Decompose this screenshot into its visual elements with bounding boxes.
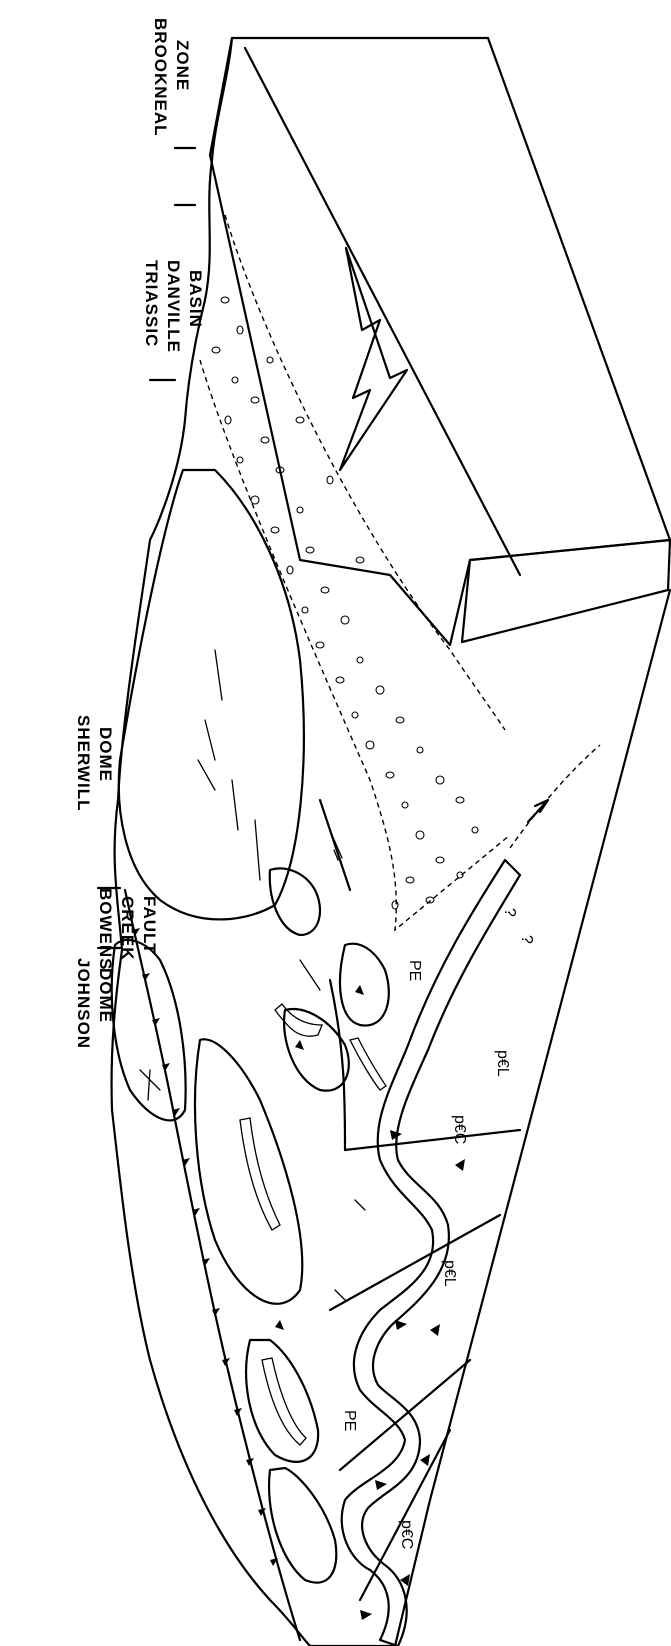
block-front-face <box>462 540 670 642</box>
unit-pec-upper: p€C <box>451 1115 468 1144</box>
sherwill-dome <box>119 470 304 919</box>
label-triassic-line3: BASIN <box>186 270 205 328</box>
thrust-slivers <box>195 868 389 1582</box>
query-mark-2: ? <box>518 935 535 944</box>
shear-arrows <box>275 800 465 1620</box>
unit-pe-lower: PE <box>341 1410 358 1431</box>
front-slope-edge <box>395 590 670 1646</box>
query-mark-1: ? <box>501 908 518 917</box>
unit-pel-lower: p€L <box>441 1260 458 1287</box>
brookneal-block <box>210 38 670 645</box>
block-top-face <box>210 38 670 645</box>
johnson-dome <box>112 940 186 1120</box>
label-sherwill-line2: DOME <box>96 727 115 782</box>
label-johnson-line2: DOME <box>96 968 115 1023</box>
label-triassic-line1: TRIASSIC <box>142 260 161 347</box>
pec-band <box>342 745 600 1646</box>
unit-pe-upper: PE <box>406 960 423 981</box>
shear-arrow-upper <box>340 248 407 470</box>
label-bowens-line1: BOWENS <box>96 888 115 971</box>
label-brookneal-zone: BROOKNEAL ZONE <box>151 18 192 137</box>
label-brookneal-line1: BROOKNEAL <box>151 18 170 137</box>
label-johnson-line1: JOHNSON <box>74 958 93 1049</box>
label-bowens-line3: FAULT <box>140 896 159 955</box>
label-sherwill-line1: SHERWILL <box>74 715 93 811</box>
unit-pec-lower: p€C <box>398 1520 415 1549</box>
label-bowens-line2: CREEK <box>118 896 137 961</box>
label-sherwill-dome: SHERWILL DOME <box>74 715 115 811</box>
basin-boundary-outer <box>200 360 510 930</box>
label-brookneal-line2: ZONE <box>173 40 192 91</box>
label-bowens-creek-fault: BOWENS CREEK FAULT <box>96 888 159 971</box>
label-johnson-dome: JOHNSON DOME <box>74 958 115 1049</box>
basin-boundary-inner <box>225 215 505 730</box>
label-triassic-line2: DANVILLE <box>164 260 183 353</box>
unit-pel-upper: p€L <box>494 1050 511 1077</box>
west-surface-edge <box>112 38 310 1646</box>
conglomerate-pebbles <box>212 297 478 909</box>
